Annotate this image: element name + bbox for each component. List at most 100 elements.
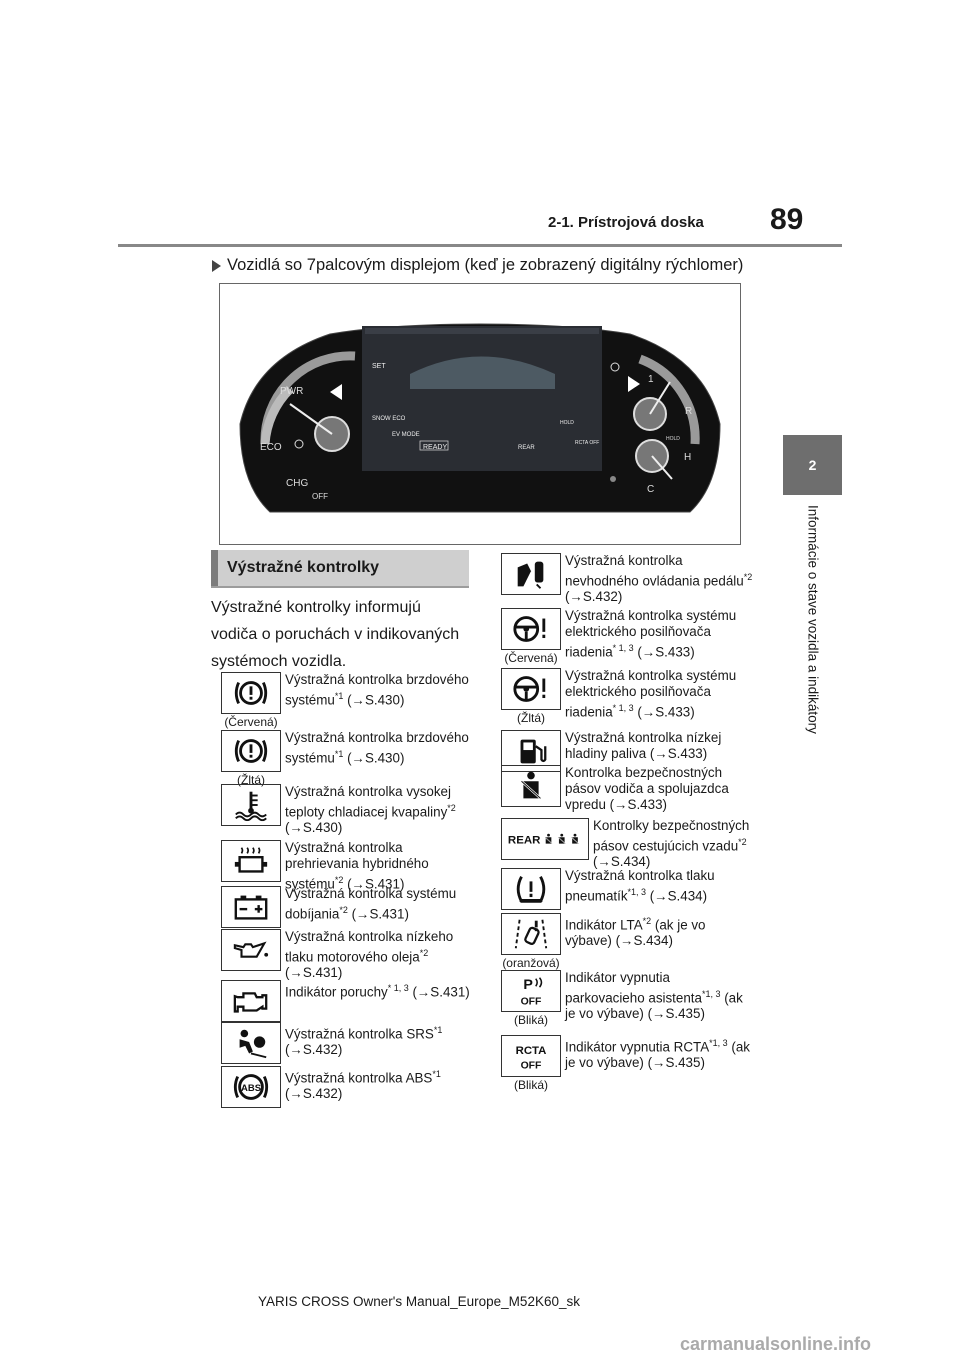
indicator-description: Výstražná kontrolka systému elektrického…	[565, 668, 737, 720]
footer-text: YARIS CROSS Owner's Manual_Europe_M52K60…	[258, 1294, 580, 1309]
cluster-ev-mode: EV MODE	[392, 432, 420, 438]
section-banner: Výstražné kontrolky	[211, 550, 469, 588]
indicator-row: Výstražná kontrolka ABS*1 (→S.432)	[219, 1066, 475, 1108]
indicator-row: Výstražná kontrolka prehrievania hybridn…	[219, 840, 475, 892]
indicator-description: Kontrolka bezpečnostných pásov vodiča a …	[565, 765, 729, 812]
indicator-description: Indikátor vypnutia parkovacieho asistent…	[565, 970, 743, 1022]
steering-icon	[513, 676, 547, 702]
indicator-description: Výstražná kontrolka systému dobíjania*2 …	[285, 886, 457, 922]
indicator-icon-box	[221, 929, 281, 971]
rear-label: REAR	[508, 834, 541, 846]
indicator-row: Výstražná kontrolka tlaku pneumatík*1, 3…	[499, 868, 753, 910]
indicator-row: Výstražná kontrolka vysokej teploty chla…	[219, 784, 475, 836]
cluster-h: H	[684, 452, 691, 463]
footnote-marker: *2	[743, 572, 753, 582]
indicator-row: REAR Kontrolky bezpečnostných pásov cestu…	[499, 818, 753, 870]
indicator-icon-column	[219, 886, 283, 928]
cluster-c: C	[647, 484, 654, 495]
chapter-title: Informácie o stave vozidla a indikátory	[803, 505, 823, 775]
hybrid-overheat-icon	[233, 846, 269, 873]
seatbelt-icon	[520, 770, 542, 800]
footnote-marker: *2	[419, 948, 429, 958]
indicator-row: Výstražná kontrolka nízkej hladiny paliv…	[499, 730, 753, 772]
indicator-description: Výstražná kontrolka nízkej hladiny paliv…	[565, 730, 722, 761]
indicator-color-label: (Žltá)	[517, 711, 545, 725]
pedal-misuse-icon	[516, 560, 545, 590]
header-rule	[118, 244, 842, 247]
indicator-icon-box	[501, 608, 561, 650]
indicator-description: Kontrolky bezpečnostných pásov cestujúci…	[593, 818, 750, 870]
footnote-marker: *1, 3	[627, 887, 647, 897]
indicator-row: (Červená)Výstražná kontrolka systému ele…	[499, 608, 753, 665]
indicator-icon-box	[221, 886, 281, 928]
indicator-row: (Bliká) Indikátor vypnutia RCTA*1, 3 (ak …	[499, 1035, 753, 1092]
indicator-icon-box	[501, 765, 561, 807]
indicator-description: Výstražná kontrolka brzdového systému*1 …	[285, 730, 469, 766]
indicator-icon-column: REAR	[499, 818, 591, 860]
indicator-icon-column: (Žltá)	[219, 730, 283, 787]
indicator-icon-column: (Bliká)	[499, 1035, 563, 1092]
footnote-marker: *2	[738, 837, 747, 847]
footnote-marker: *1	[334, 691, 344, 701]
indicator-icon-column	[499, 553, 563, 595]
footnote-marker: * 1, 3	[612, 643, 634, 653]
indicator-icon-column	[219, 840, 283, 882]
cluster-pwr: PWR	[280, 386, 303, 397]
indicator-icon-box	[501, 553, 561, 595]
cluster-snow-eco: SNOW ECO	[372, 416, 406, 422]
footnote-marker: *1	[432, 1069, 441, 1079]
cluster-rcta: RCTA OFF	[575, 440, 599, 446]
footnote-marker: *1, 3	[701, 989, 721, 999]
cluster-off: OFF	[312, 492, 328, 501]
indicator-description: Výstražná kontrolka nízkeho tlaku motoro…	[285, 929, 454, 981]
rear-seatbelt-icon: REAR	[508, 832, 580, 846]
indicator-icon-column: (oranžová)	[499, 913, 563, 970]
indicator-icon-box	[501, 668, 561, 710]
intro-text: Výstražné kontrolky informujú vodiča o p…	[211, 599, 460, 670]
cluster-chg: CHG	[286, 478, 308, 489]
indicator-icon-box: REAR	[501, 818, 589, 860]
indicator-icon-box	[501, 913, 561, 955]
indicator-row: Výstražná kontrolka nevhodného ovládania…	[499, 553, 753, 605]
indicator-icon-column: (Červená)	[219, 672, 283, 729]
page-number: 89	[770, 203, 804, 236]
cluster-rear: REAR	[518, 445, 535, 451]
rcta-off-icon	[515, 1045, 547, 1072]
watermark: carmanualsonline.info	[680, 1334, 872, 1354]
subheading-text: Vozidlá so 7palcovým displejom (keď je z…	[227, 256, 744, 274]
indicator-icon-column	[219, 929, 283, 971]
indicator-icon-box	[221, 1022, 281, 1064]
indicator-description: Výstražná kontrolka brzdového systému*1 …	[285, 672, 469, 708]
brake-icon	[234, 681, 268, 705]
indicator-row: Indikátor poruchy* 1, 3 (→S.431)	[219, 980, 475, 1022]
indicator-color-label: (Červená)	[504, 651, 558, 665]
indicator-color-label: (Bliká)	[513, 1013, 548, 1027]
footnote-marker: *2	[642, 916, 652, 926]
coolant-temp-icon	[234, 790, 268, 822]
indicator-color-label: (oranžová)	[502, 956, 560, 970]
cluster-ready: READY	[423, 444, 447, 451]
oil-pressure-icon	[233, 942, 270, 958]
indicator-icon-box	[221, 730, 281, 772]
footnote-marker: *1	[433, 1025, 443, 1035]
indicator-icon-box	[221, 840, 281, 882]
indicator-icon-column: (Bliká)	[499, 970, 563, 1027]
footnote-marker: * 1, 3	[612, 703, 634, 713]
indicator-icon-box	[501, 1035, 561, 1077]
indicator-color-label: (Bliká)	[513, 1078, 548, 1092]
indicator-description: Výstražná kontrolka nevhodného ovládania…	[565, 553, 753, 605]
section-title: Výstražné kontrolky	[227, 559, 380, 576]
indicator-icon-column	[499, 868, 563, 910]
indicator-description: Výstražná kontrolka tlaku pneumatík*1, 3…	[565, 868, 715, 904]
banner-bar	[211, 550, 218, 586]
triangle-bullet-icon	[212, 259, 221, 272]
indicator-icon-column: (Žltá)	[499, 668, 563, 725]
indicator-icon-box	[221, 980, 281, 1022]
indicator-row: Výstražná kontrolka nízkeho tlaku motoro…	[219, 929, 475, 981]
cluster-hold: HOLD	[560, 420, 574, 426]
indicator-color-label: (Žltá)	[237, 773, 265, 787]
indicator-row: (Bliká) Indikátor vypnutia parkovacieho a…	[499, 970, 753, 1027]
footnote-marker: *2	[447, 803, 456, 813]
srs-icon	[238, 1028, 268, 1059]
indicator-description: Indikátor vypnutia RCTA*1, 3 (ak je vo v…	[565, 1038, 750, 1071]
